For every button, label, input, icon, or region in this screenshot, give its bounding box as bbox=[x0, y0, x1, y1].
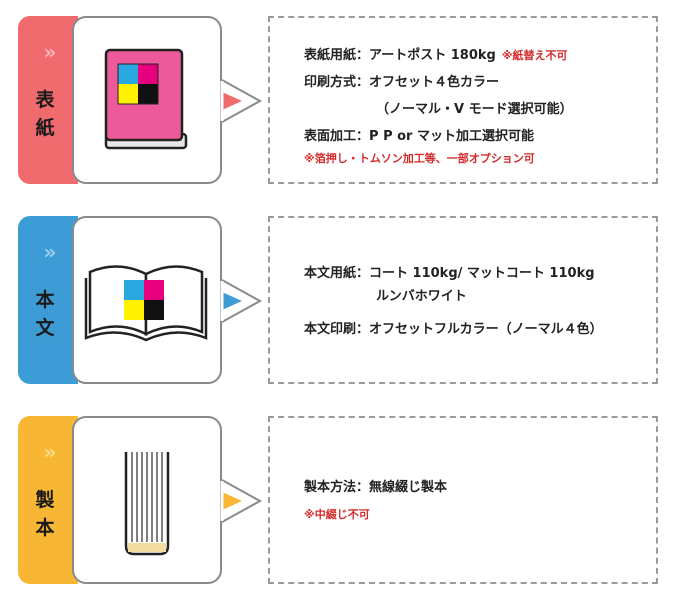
book-open-icon bbox=[84, 265, 208, 342]
spec-line: 表面加工：P P or マット加工選択可能 bbox=[304, 129, 534, 144]
tab-label: 本 文 bbox=[35, 289, 55, 339]
tab-body: » 本 文 bbox=[18, 216, 78, 384]
section-cover: » 表 紙 表紙用紙：アートポスト 180kg※紙替え不可 印刷方式：オフセット… bbox=[0, 16, 675, 186]
info-panel: 本文用紙：コート 110kg/ マットコート 110kg ルンバホワイト 本文印… bbox=[268, 216, 658, 384]
book-closed-icon bbox=[104, 48, 188, 150]
icon-box bbox=[72, 416, 222, 584]
book-spine-icon bbox=[124, 452, 170, 556]
pointer-arrow bbox=[220, 79, 262, 123]
spec-line: 本文印刷：オフセットフルカラー（ノーマル４色） bbox=[304, 322, 603, 337]
pointer-arrow bbox=[220, 479, 262, 523]
tab-label: 製 本 bbox=[35, 489, 55, 539]
chevron-icon: » bbox=[43, 240, 57, 264]
footnote: ※箔押し・トムソン加工等、一部オプション可 bbox=[304, 152, 535, 165]
info-panel: 製本方法：無線綴じ製本 ※中綴じ不可 bbox=[268, 416, 658, 584]
icon-box bbox=[72, 216, 222, 384]
section-body: » 本 文 本文用紙：コート 110kg/ マットコート 110kg ルンバホワ… bbox=[0, 216, 675, 386]
section-binding: » 製 本 製本方法：無線綴じ製本 ※中綴じ不可 bbox=[0, 416, 675, 586]
spec-line: （ノーマル・V モード選択可能） bbox=[376, 102, 573, 117]
spec-line: ルンバホワイト bbox=[376, 289, 467, 304]
info-panel: 表紙用紙：アートポスト 180kg※紙替え不可 印刷方式：オフセット４色カラー … bbox=[268, 16, 658, 184]
tab-binding: » 製 本 bbox=[18, 416, 78, 584]
spec-line: 製本方法：無線綴じ製本 bbox=[304, 480, 448, 495]
pointer-arrow bbox=[220, 279, 262, 323]
footnote: ※中綴じ不可 bbox=[304, 508, 370, 521]
tab-cover: » 表 紙 bbox=[18, 16, 78, 184]
note-text: ※紙替え不可 bbox=[501, 49, 568, 62]
tab-label: 表 紙 bbox=[35, 89, 55, 139]
chevron-icon: » bbox=[43, 440, 57, 464]
spec-line: 本文用紙：コート 110kg/ マットコート 110kg bbox=[304, 266, 595, 281]
icon-box bbox=[72, 16, 222, 184]
chevron-icon: » bbox=[43, 40, 57, 64]
spec-line: 表紙用紙：アートポスト 180kg※紙替え不可 bbox=[304, 48, 568, 63]
spec-line: 印刷方式：オフセット４色カラー bbox=[304, 75, 500, 90]
